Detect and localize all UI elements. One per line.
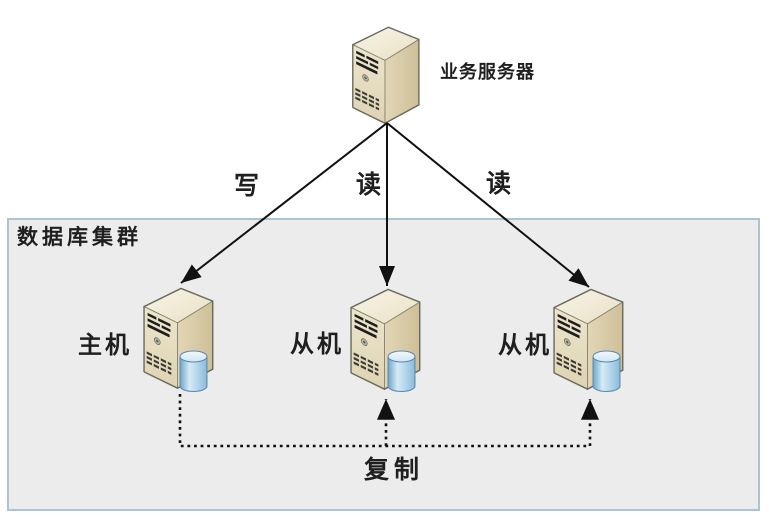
read-label-right: 读 bbox=[486, 169, 512, 198]
replication-label: 复制 bbox=[364, 455, 425, 484]
cluster-label: 数据库集群 bbox=[17, 225, 142, 249]
slave-label-1: 从机 bbox=[290, 330, 344, 358]
app-server-icon bbox=[352, 26, 420, 124]
master-database-icon bbox=[179, 350, 208, 393]
slave-database-icon-2 bbox=[592, 350, 621, 393]
app-server-label: 业务服务器 bbox=[440, 62, 535, 83]
slave-label-2: 从机 bbox=[498, 331, 552, 359]
slave-database-icon-1 bbox=[387, 350, 416, 393]
read-label-left: 读 bbox=[356, 170, 382, 199]
master-label: 主机 bbox=[78, 331, 132, 359]
write-label: 写 bbox=[234, 171, 260, 200]
